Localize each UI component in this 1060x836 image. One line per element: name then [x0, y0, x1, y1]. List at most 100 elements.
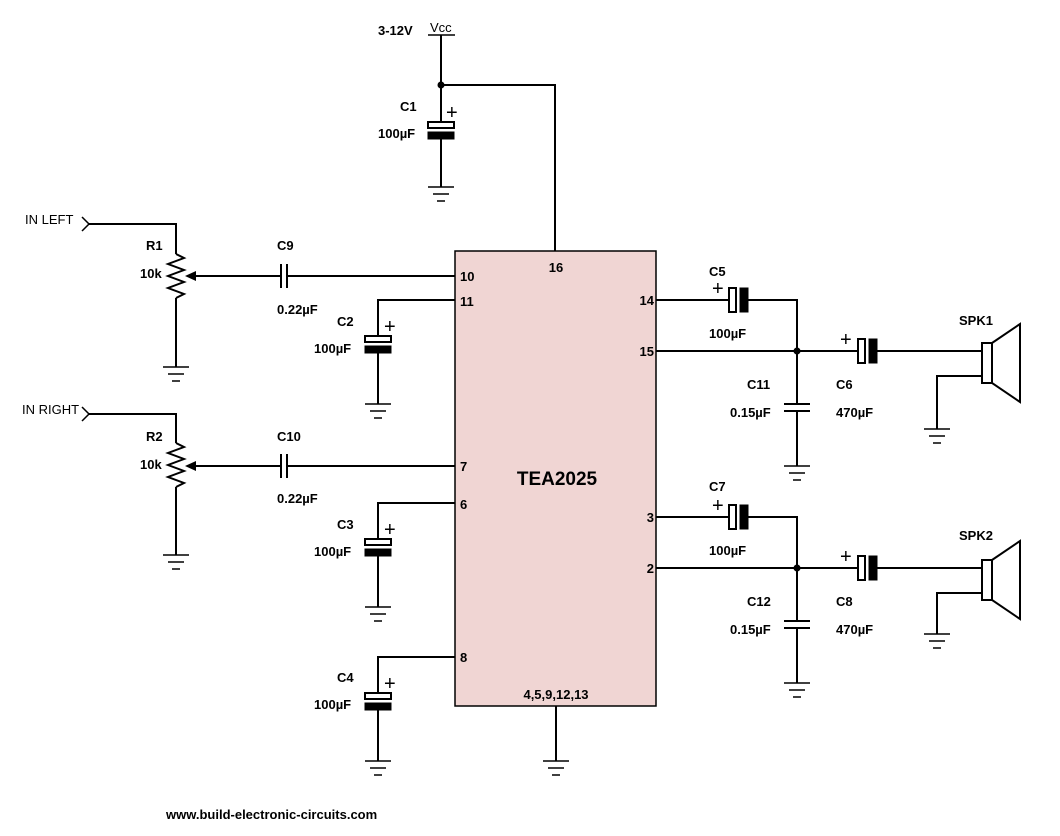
c4-plus-icon: +	[384, 673, 396, 695]
r2-ground-icon	[163, 554, 189, 570]
supply-voltage-label: 3-12V	[378, 23, 413, 38]
c2-capacitor	[364, 335, 392, 354]
r2-wiper-arrow-icon	[185, 461, 196, 471]
c6-plate-pos	[857, 338, 866, 364]
c6-plus-icon: +	[840, 329, 852, 351]
pin-16-label: 16	[549, 260, 563, 275]
left-input-section: IN LEFT R1 10k C9 0.22µF + C2 100µF	[25, 212, 455, 419]
r1-ground-icon	[163, 366, 189, 382]
pin-10-label: 10	[460, 269, 474, 284]
c3-ref: C3	[337, 517, 354, 532]
vcc-wire	[440, 35, 556, 251]
pin-3-label: 3	[647, 510, 654, 525]
pin-6-label: 6	[460, 497, 467, 512]
pin-15-label: 15	[640, 344, 654, 359]
c4-capacitor	[364, 692, 392, 711]
c2-wire	[377, 299, 455, 336]
c11-ground-icon	[784, 465, 810, 481]
c7-plus-icon: +	[712, 495, 724, 517]
spk1-ground-icon	[924, 428, 950, 444]
c4-ref: C4	[337, 670, 354, 685]
c5-plus-icon: +	[712, 278, 724, 300]
speaker-1-icon	[981, 322, 1021, 404]
in-left-connector-icon	[81, 216, 91, 232]
c8-plate-pos	[857, 555, 866, 581]
c2-plus-icon: +	[384, 316, 396, 338]
c6-value: 470µF	[836, 405, 873, 420]
c3-capacitor	[364, 538, 392, 557]
c5-plate-pos	[728, 287, 737, 313]
output-channel-1: + C5 100µF C11 0.15µF + C6 470µF	[656, 264, 1021, 481]
c7-out-wire	[748, 516, 798, 568]
pin-11-label: 11	[460, 294, 474, 309]
c8-value: 470µF	[836, 622, 873, 637]
c1-value: 100µF	[378, 126, 415, 141]
c3-value: 100µF	[314, 544, 351, 559]
footer-url: www.build-electronic-circuits.com	[165, 807, 377, 822]
c1-ref: C1	[400, 99, 417, 114]
c1-ground-icon	[428, 186, 454, 202]
c4-ground-icon	[365, 760, 391, 776]
chip-ground-icon	[543, 760, 569, 776]
c6-ref: C6	[836, 377, 853, 392]
c8-plate-neg	[868, 555, 878, 581]
c1-plus-icon: +	[446, 102, 458, 124]
c11-value: 0.15µF	[730, 405, 771, 420]
c7-plate-pos	[728, 504, 737, 530]
pin-7-label: 7	[460, 459, 467, 474]
speaker-2-icon	[981, 539, 1021, 621]
c3-plus-icon: +	[384, 519, 396, 541]
pin-8-label: 8	[460, 650, 467, 665]
c10-ref: C10	[277, 429, 301, 444]
chip-body	[454, 250, 657, 707]
c8-ref: C8	[836, 594, 853, 609]
tea2025-chip: TEA2025 16 4,5,9,12,13 10 11 7 6 8 14 15…	[454, 250, 657, 707]
r1-wiper-arrow-icon	[185, 271, 196, 281]
c7-ref: C7	[709, 479, 726, 494]
c5-ref: C5	[709, 264, 726, 279]
in-right-connector-icon	[81, 406, 91, 422]
c8-plus-icon: +	[840, 546, 852, 568]
c3-ground-icon	[365, 606, 391, 622]
c11-ref: C11	[747, 377, 770, 392]
in-left-label: IN LEFT	[25, 212, 73, 227]
r1-value: 10k	[140, 266, 162, 281]
r2-ref: R2	[146, 429, 163, 444]
supply-section: 3-12V Vcc + C1 100µF	[378, 20, 556, 251]
c7-plate-neg	[739, 504, 749, 530]
c4-value: 100µF	[314, 697, 351, 712]
c5-plate-neg	[739, 287, 749, 313]
spk1-ground-wire	[936, 375, 982, 429]
right-input-section: IN RIGHT R2 10k C10 0.22µF + C3 100µF	[22, 402, 455, 776]
c2-ref: C2	[337, 314, 354, 329]
r1-ref: R1	[146, 238, 163, 253]
spk1-label: SPK1	[959, 313, 993, 328]
c5-value: 100µF	[709, 326, 746, 341]
vcc-label: Vcc	[430, 20, 452, 35]
c4-wire	[377, 656, 455, 693]
c10-value: 0.22µF	[277, 491, 318, 506]
c3-wire	[377, 502, 455, 539]
r2-resistor	[165, 442, 187, 488]
c7-value: 100µF	[709, 543, 746, 558]
r2-value: 10k	[140, 457, 162, 472]
pin-2-label: 2	[647, 561, 654, 576]
c9-value: 0.22µF	[277, 302, 318, 317]
c12-ground-icon	[784, 682, 810, 698]
chip-ground	[543, 706, 569, 776]
c9-ref: C9	[277, 238, 294, 253]
c6-plate-neg	[868, 338, 878, 364]
chip-name: TEA2025	[517, 469, 598, 490]
output-channel-2: + C7 100µF C12 0.15µF + C8 470µF	[656, 479, 1021, 698]
c12-ref: C12	[747, 594, 771, 609]
in-right-label: IN RIGHT	[22, 402, 79, 417]
c2-value: 100µF	[314, 341, 351, 356]
in-left-wire	[89, 223, 177, 254]
pin-ground-label: 4,5,9,12,13	[523, 687, 588, 702]
pin-14-label: 14	[640, 293, 655, 308]
c1-capacitor	[427, 121, 455, 140]
spk2-ground-icon	[924, 633, 950, 649]
r1-resistor	[165, 253, 187, 299]
c2-ground-icon	[365, 403, 391, 419]
